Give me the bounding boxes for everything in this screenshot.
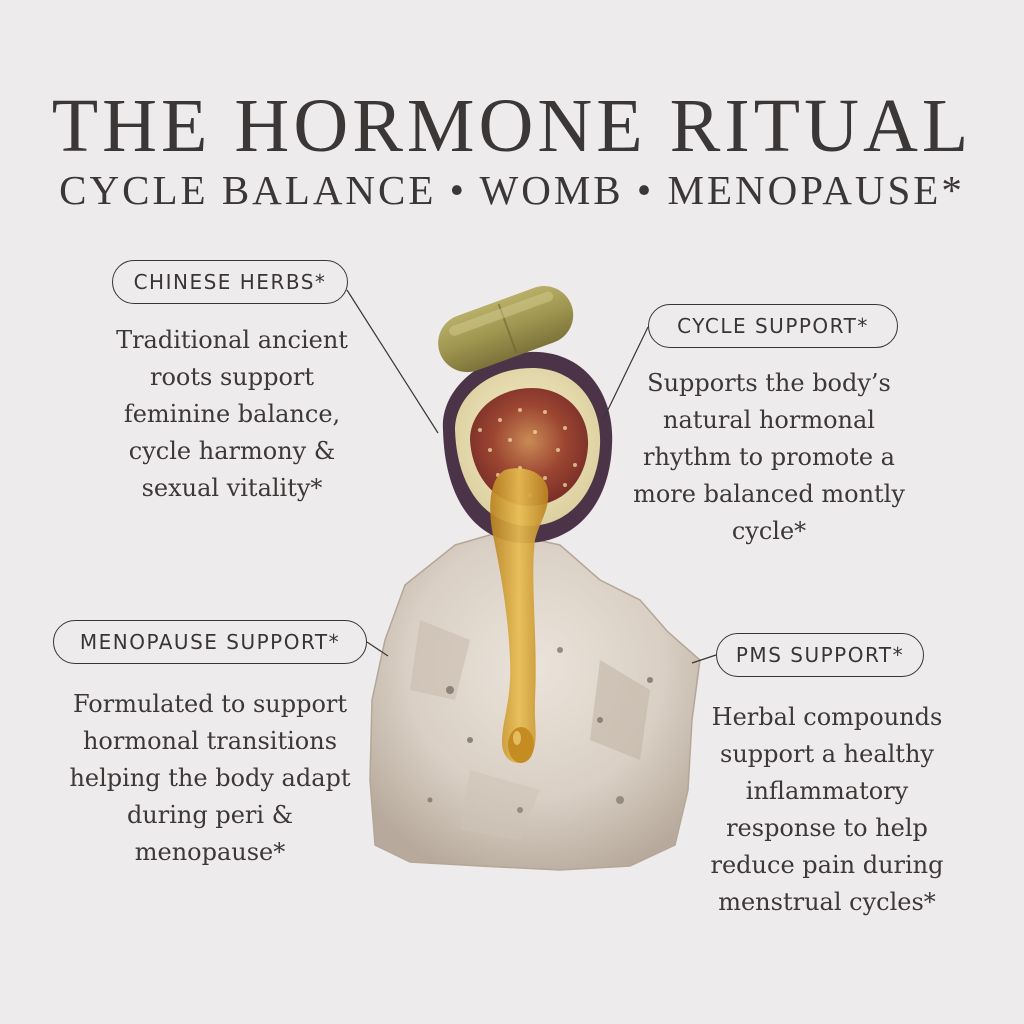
text-line: menstrual cycles* — [718, 888, 936, 916]
text-line: roots support — [149, 363, 315, 391]
text-line: Formulated to support — [72, 690, 348, 718]
text-line: cycle* — [731, 517, 807, 545]
chinese-herbs-description: Traditional ancient roots support femini… — [92, 322, 372, 507]
text-line: Traditional ancient — [116, 326, 348, 354]
text-line: feminine balance, — [123, 400, 341, 428]
text-line: support a healthy — [720, 740, 934, 768]
text-line: during peri & — [126, 801, 294, 829]
text-line: sexual vitality* — [141, 474, 323, 502]
text-line: reduce pain during — [710, 851, 944, 879]
text-line: cycle harmony & — [128, 437, 336, 465]
text-line: rhythm to promote a — [643, 443, 895, 471]
chinese-herbs-label: CHINESE HERBS* — [112, 260, 348, 304]
page-title: THE HORMONE RITUAL — [51, 84, 973, 168]
text-line: Supports the body’s — [647, 369, 891, 397]
page-subtitle: CYCLE BALANCE • WOMB • MENOPAUSE* — [59, 167, 965, 213]
text-line: natural hormonal — [663, 406, 875, 434]
pms-support-description: Herbal compounds support a healthy infla… — [694, 699, 960, 921]
text-line: more balanced montly — [633, 480, 905, 508]
cycle-support-label: CYCLE SUPPORT* — [648, 304, 898, 348]
text-line: menopause* — [134, 838, 286, 866]
menopause-support-description: Formulated to support hormonal transitio… — [54, 686, 366, 871]
menopause-support-label: MENOPAUSE SUPPORT* — [53, 620, 367, 664]
text-line: helping the body adapt — [69, 764, 351, 792]
text-line: hormonal transitions — [82, 727, 338, 755]
honey-drip-image — [490, 468, 549, 764]
connector-lines — [346, 289, 717, 664]
text-line: inflammatory — [745, 777, 909, 805]
stone-image — [369, 531, 701, 871]
pms-support-label: PMS SUPPORT* — [716, 633, 924, 677]
capsule-image — [438, 286, 574, 373]
text-line: response to help — [726, 814, 928, 842]
fig-image — [442, 351, 613, 544]
cycle-support-description: Supports the body’s natural hormonal rhy… — [618, 365, 920, 550]
text-line: Herbal compounds — [711, 703, 943, 731]
